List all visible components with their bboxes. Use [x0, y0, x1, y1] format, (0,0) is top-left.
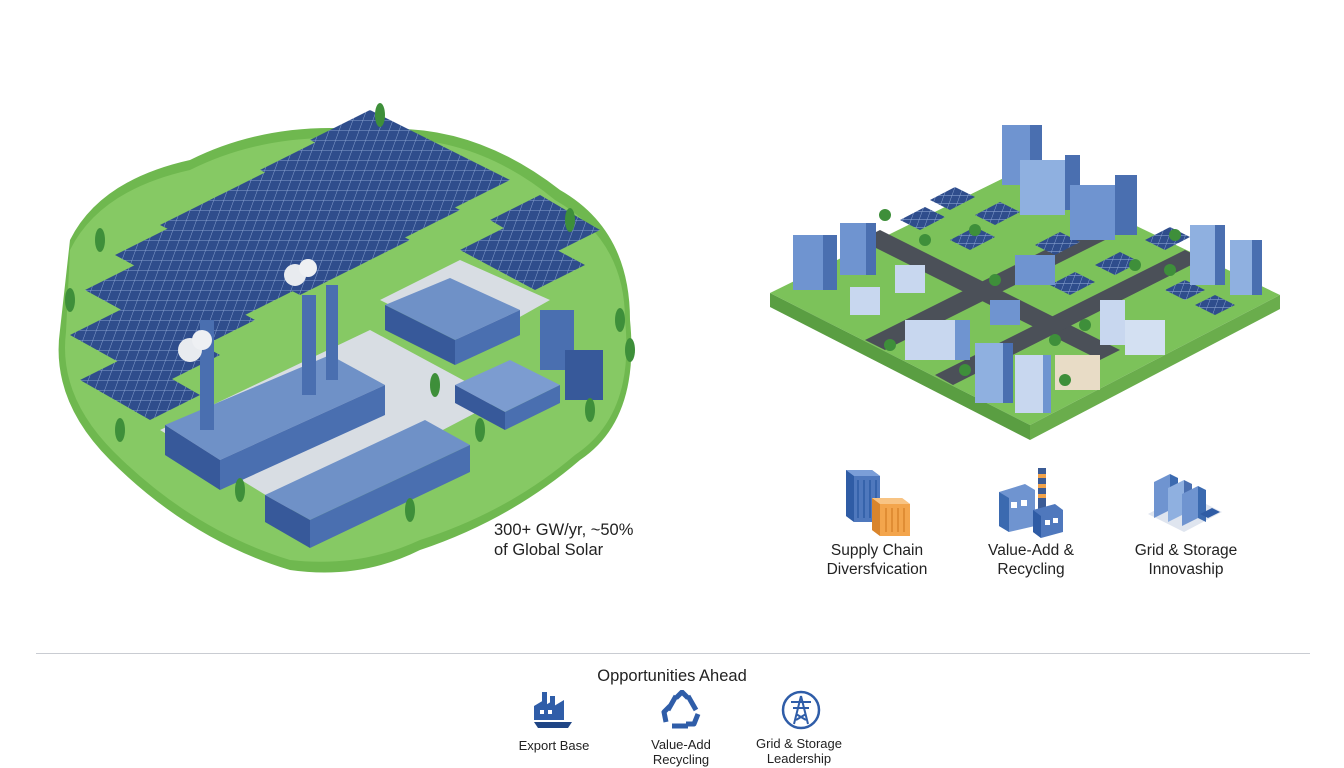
opportunity-grid-storage: Grid & Storage Leadership: [734, 736, 864, 766]
city-grid-illustration: [770, 125, 1280, 440]
opportunity-value-add: Value-Add Recycling: [616, 737, 746, 767]
opportunity-export-base: Export Base: [489, 738, 619, 753]
battery-storage-icon: [1148, 474, 1222, 532]
assembly-hall-building: [265, 420, 470, 548]
feature-line-2: Recycling: [997, 561, 1065, 578]
opportunity-line-1: Grid & Storage: [756, 736, 842, 751]
transmission-tower-icon: [781, 690, 821, 730]
stat-line-1: 300+ GW/yr, ~50%: [494, 521, 634, 539]
feature-supply-chain: Supply Chain Diversfvication: [787, 541, 967, 579]
solar-factory-illustration: [58, 103, 635, 573]
feature-line-2: Innovaship: [1148, 561, 1224, 578]
feature-value-add-recycling: Value-Add & Recycling: [941, 541, 1121, 579]
feature-line-1: Supply Chain: [830, 542, 924, 559]
upper-plant-building: [385, 278, 603, 400]
opportunity-line-2: Leadership: [766, 751, 832, 766]
feature-grid-storage: Grid & Storage Innovaship: [1096, 541, 1276, 579]
feature-line-2: Diversfvication: [826, 561, 928, 578]
main-factory-building: [165, 259, 385, 490]
recycle-icon: [661, 690, 701, 729]
opportunity-line-2: Recycling: [652, 752, 710, 767]
trees: [65, 103, 635, 522]
opportunity-line-1: Value-Add: [651, 737, 711, 752]
stat-line-2: of Global Solar: [494, 541, 604, 559]
feature-line-1: Value-Add &: [988, 542, 1074, 559]
opportunity-line-1: Export Base: [518, 738, 590, 753]
opportunities-title: Opportunities Ahead: [597, 667, 747, 685]
factory-recycling-icon: [999, 468, 1063, 538]
city-buildings: [793, 125, 1262, 413]
section-divider: [36, 653, 1310, 654]
export-factory-icon: [534, 692, 572, 728]
shipping-containers-icon: [846, 470, 910, 536]
solar-capacity-stat: 300+ GW/yr, ~50% of Global Solar: [494, 520, 633, 560]
feature-line-1: Grid & Storage: [1134, 542, 1238, 559]
